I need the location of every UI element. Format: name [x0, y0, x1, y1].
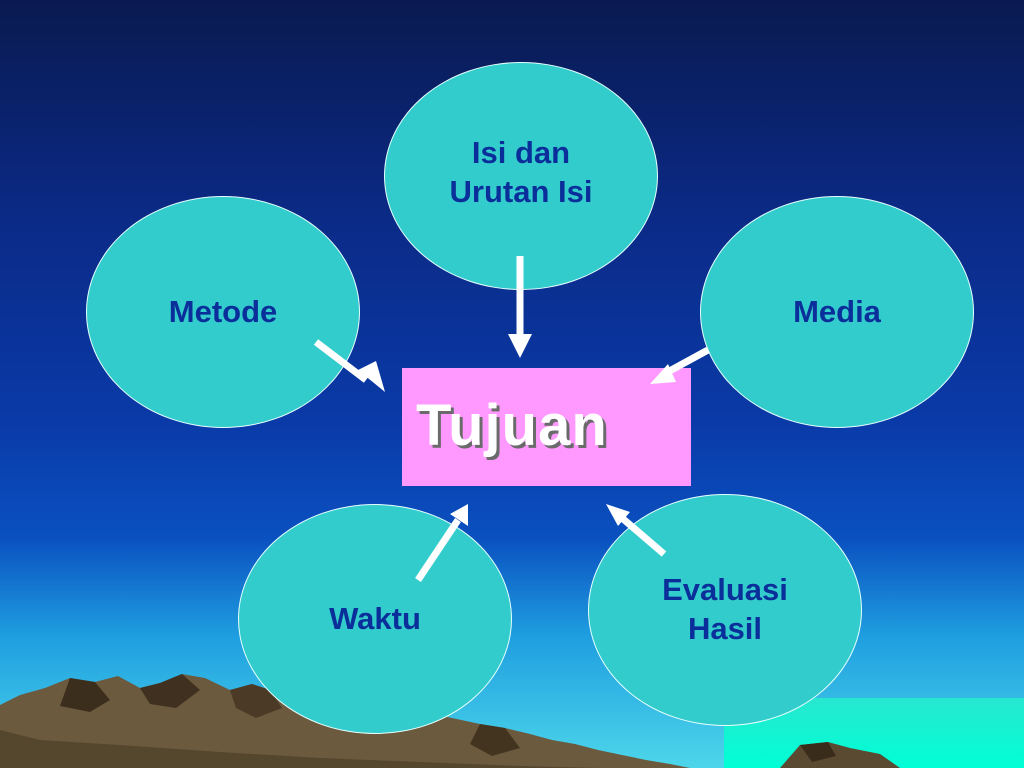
node-isi-line1: Isi dan — [471, 135, 571, 171]
arrow-from-waktu — [415, 504, 468, 582]
node-evaluasi-hasil: Evaluasi Hasil — [588, 494, 862, 726]
arrow-from-isi — [508, 256, 532, 358]
arrow-from-media — [650, 346, 710, 384]
node-waktu-label: Waktu — [329, 600, 421, 636]
node-metode: Metode — [86, 196, 360, 428]
node-media: Media — [700, 196, 974, 428]
node-evaluasi-line2: Hasil — [687, 611, 763, 646]
node-evaluasi-line1: Evaluasi — [662, 572, 788, 608]
center-label: Tujuan — [416, 393, 608, 458]
arrow-from-metode — [313, 339, 385, 392]
node-isi-dan-urutan-isi: Isi dan Urutan Isi — [384, 62, 658, 290]
node-waktu: Waktu — [238, 504, 512, 734]
node-media-label: Media — [793, 293, 881, 329]
node-isi-line2: Urutan Isi — [449, 174, 593, 209]
arrow-from-evaluasi — [606, 504, 667, 557]
center-box — [402, 368, 691, 486]
node-metode-label: Metode — [168, 293, 278, 329]
